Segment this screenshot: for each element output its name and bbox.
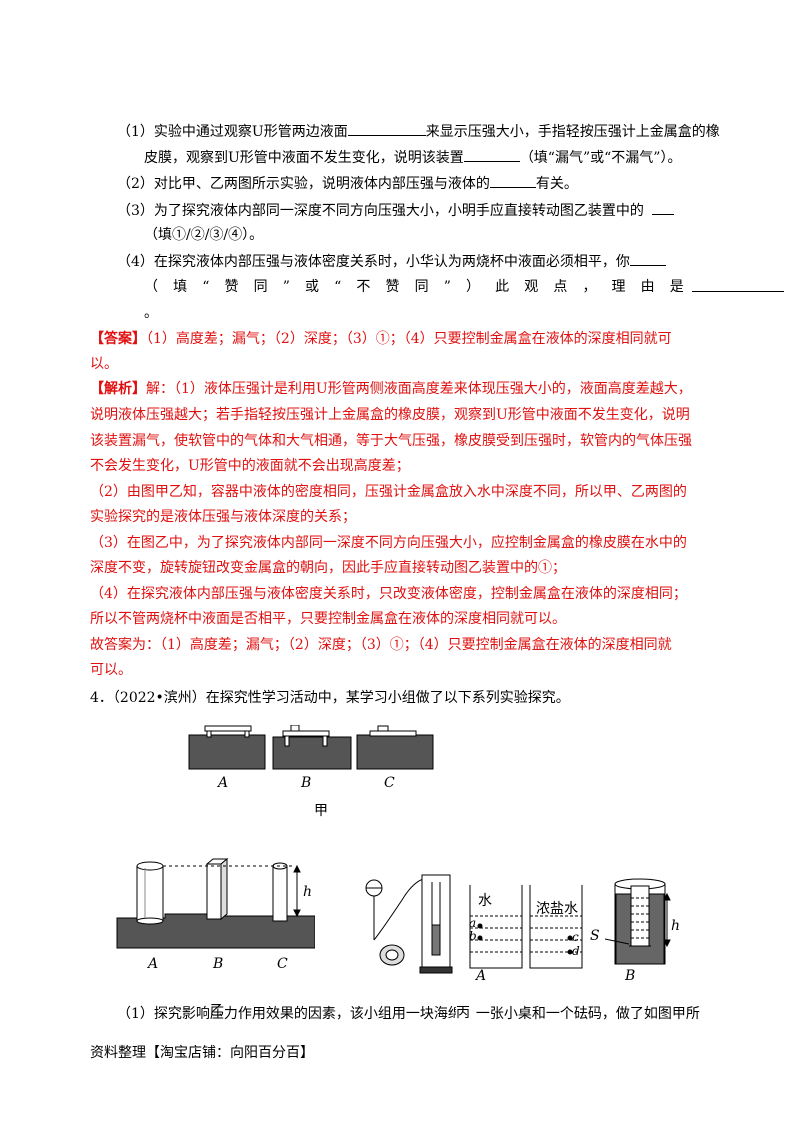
footer-source: 资料整理【淘宝店铺：向阳百分百】 bbox=[90, 1045, 314, 1061]
fig-bing-label-b-point: b bbox=[469, 929, 477, 943]
q3-part2: （2）对比甲、乙两图所示实验，说明液体内部压强与液体的有关。 bbox=[117, 173, 578, 194]
spaced-char: 填 bbox=[173, 279, 188, 295]
fig-bing-label-d-point: d bbox=[572, 944, 580, 958]
figure-yi-cylinders bbox=[116, 858, 315, 949]
analysis-line7: （3）在图乙中，为了探究液体内部同一深度不同方向压强大小，应控制金属盒的橡皮膜在… bbox=[90, 535, 687, 551]
answer-tag: 【答案】 bbox=[90, 331, 146, 347]
answer-blank[interactable] bbox=[347, 121, 426, 136]
fig-bing-label-b: B bbox=[625, 968, 636, 984]
analysis-line2: 说明液体压强越大；若手指轻按压强计上金属盒的橡皮膜，观察到U形管中液面不发生变化… bbox=[90, 407, 690, 423]
fig-jia-label-a: A bbox=[218, 775, 229, 791]
spaced-char: 此 bbox=[495, 279, 510, 295]
spaced-char: “ bbox=[202, 279, 210, 295]
spaced-char: 赞 bbox=[224, 279, 239, 295]
analysis-tag: 【解析】 bbox=[90, 381, 146, 397]
spaced-char: “ bbox=[334, 279, 342, 295]
spaced-char: 点 bbox=[553, 279, 568, 295]
analysis-line9: （4）在探究液体内部压强与液体密度关系时，只改变液体密度，控制金属盒在液体的深度… bbox=[90, 586, 687, 602]
fig-jia-label-b: B bbox=[301, 775, 312, 791]
q3-part4-line1: （4）在探究液体内部压强与液体密度关系时，小华认为两烧杯中液面必须相平，你 bbox=[117, 251, 666, 272]
spaced-char: ” bbox=[282, 279, 290, 295]
q3-part1-line1: （1）实验中通过观察U形管两边液面来显示压强大小，手指轻按压强计上金属盒的橡 bbox=[117, 121, 720, 142]
fig-yi-caption: 乙 bbox=[210, 1003, 224, 1019]
spaced-char: 同 bbox=[253, 279, 268, 295]
answer-line2: 以。 bbox=[90, 356, 118, 372]
analysis-line1: 【解析】解：（1）液体压强计是利用U形管两侧液面高度差来体现压强大小的，液面高度… bbox=[90, 381, 692, 397]
analysis-line11: 故答案为：（1）高度差；漏气；（2）深度；（3）①；（4）只要控制金属盒在液体的… bbox=[90, 637, 672, 653]
q3-part1-line2: 皮膜，观察到U形管中液面不发生变化，说明该装置（填“漏气”或“不漏气”）。 bbox=[144, 147, 681, 168]
answer-blank[interactable] bbox=[489, 173, 536, 188]
spaced-char: 是 bbox=[669, 279, 684, 295]
fig-bing-label-a-point: a bbox=[469, 916, 477, 930]
fig-yi-label-b: B bbox=[213, 956, 224, 972]
fig-yi-label-a: A bbox=[148, 956, 159, 972]
spaced-char: ” bbox=[443, 279, 451, 295]
spaced-char: ， bbox=[582, 279, 597, 295]
analysis-line4: 不会发生变化，U形管中的液面就不会出现高度差； bbox=[90, 458, 410, 474]
analysis-line5: （2）由图甲乙知，容器中液体的密度相同，压强计金属盒放入水中深度不同，所以甲、乙… bbox=[90, 484, 687, 500]
spaced-char: 赞 bbox=[385, 279, 400, 295]
analysis-line6: 实验探究的是液体压强与液体深度的关系； bbox=[90, 509, 356, 525]
q3-part4-line2: （填“赞同”或“不赞同”）此观点，理由是 bbox=[144, 277, 684, 297]
figure-jia-sponges bbox=[188, 725, 434, 770]
fig-bing-water-label: 水 bbox=[478, 893, 492, 909]
spaced-char: 同 bbox=[414, 279, 429, 295]
fig-bing-caption: 丙 bbox=[456, 1002, 470, 1022]
fig-bing-label-h: h bbox=[671, 918, 681, 934]
q4-heading: 4．（2022•滨州）在探究性学习活动中，某学习小组做了以下系列实验探究。 bbox=[90, 690, 570, 706]
q3-part3-line1: （3）为了探究液体内部同一深度不同方向压强大小，小明手应直接转动图乙装置中的 bbox=[117, 200, 674, 221]
fig-bing-label-c-point: c bbox=[572, 930, 579, 944]
spaced-char: 观 bbox=[524, 279, 539, 295]
spaced-char: 不 bbox=[356, 279, 371, 295]
answer-blank[interactable] bbox=[651, 200, 674, 215]
fig-bing-label-a: A bbox=[476, 968, 487, 984]
q4-part1-line1: （1）探究影响压力作用效果的因素，该小组用一块海绵、一张小桌和一个砝码，做了如图… bbox=[117, 1006, 700, 1022]
fig-jia-label-c: C bbox=[384, 775, 395, 791]
q3-part4-line3: 。 bbox=[144, 305, 158, 321]
fig-yi-label-h: h bbox=[303, 884, 313, 900]
spaced-char: 由 bbox=[640, 279, 655, 295]
spaced-char: 理 bbox=[611, 279, 626, 295]
figure-bing-cylinder-b bbox=[605, 878, 671, 965]
spaced-char: ） bbox=[466, 279, 480, 295]
answer-blank[interactable] bbox=[463, 147, 520, 162]
fig-bing-brine-label: 浓盐水 bbox=[536, 901, 578, 917]
spaced-char: 或 bbox=[305, 279, 319, 295]
fig-yi-label-c: C bbox=[277, 956, 288, 972]
analysis-line12: 可以。 bbox=[90, 662, 132, 678]
spaced-char: （ bbox=[144, 279, 158, 295]
analysis-line10: 所以不管两烧杯中液面是否相平，只要控制金属盒在液体的深度相同就可以。 bbox=[90, 611, 566, 627]
answer-blank[interactable] bbox=[692, 277, 784, 292]
fig-bing-label-s: S bbox=[590, 928, 600, 944]
answer-line1: 【答案】（1）高度差；漏气；（2）深度；（3）①；（4）只要控制金属盒在液体的深… bbox=[90, 331, 672, 347]
answer-blank[interactable] bbox=[629, 251, 666, 266]
fig-jia-caption: 甲 bbox=[314, 803, 328, 819]
analysis-line8: 深度不变，旋转旋钮改变金属盒的朝向，因此手应直接转动图乙装置中的①； bbox=[90, 560, 566, 576]
analysis-line3: 该装置漏气，使软管中的气体和大气相通，等于大气压强，橡皮膜受到压强时，软管内的气… bbox=[90, 433, 692, 449]
figure-bing-beakers-a bbox=[469, 885, 583, 969]
q3-part3-line2: （填①/②/③/④）。 bbox=[144, 227, 264, 243]
figure-bing-pressure-gauge bbox=[365, 874, 453, 974]
